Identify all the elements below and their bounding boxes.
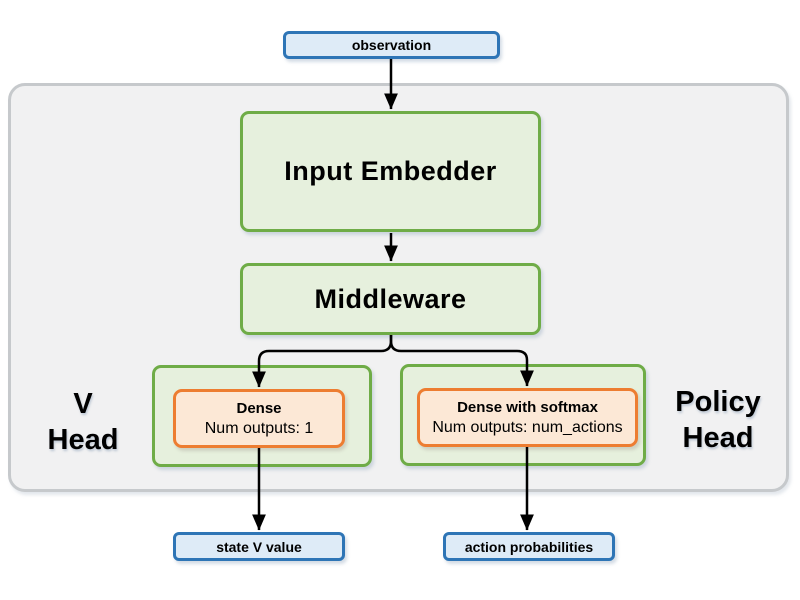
observation-label: observation [351,37,432,53]
input-embedder-node: Input Embedder [240,111,541,232]
middleware-node: Middleware [240,263,541,335]
v-dense-node: Dense Num outputs: 1 [173,389,345,448]
policy-dense-node: Dense with softmax Num outputs: num_acti… [417,388,638,447]
policy-dense-title: Dense with softmax [457,398,598,416]
observation-node: observation [283,31,500,59]
action-probabilities-node: action probabilities [443,532,615,561]
v-head-label: V Head [16,386,150,458]
policy-dense-subtitle: Num outputs: num_actions [432,418,623,436]
v-head-label-line2: Head [47,424,119,456]
action-probabilities-label: action probabilities [464,538,594,555]
v-dense-title: Dense [236,399,282,417]
input-embedder-label: Input Embedder [284,156,497,186]
policy-head-label-line1: Policy [675,386,761,418]
v-dense-subtitle: Num outputs: 1 [204,419,314,437]
policy-head-label-line2: Head [682,422,754,454]
state-v-value-label: state V value [216,538,302,555]
middleware-label: Middleware [314,283,467,314]
policy-head-label: Policy Head [650,384,786,456]
state-v-value-node: state V value [173,532,345,561]
v-head-label-line1: V [73,388,93,420]
